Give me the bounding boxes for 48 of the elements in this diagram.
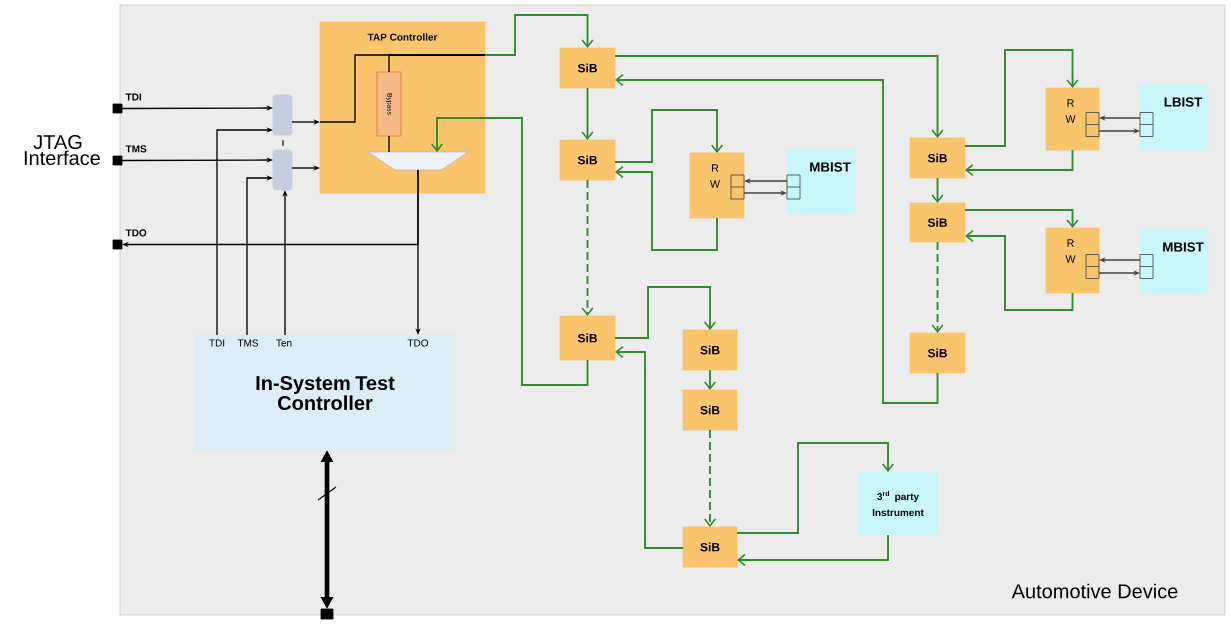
instrument-box: 3$^{rd}$ party Instrument (857, 471, 939, 536)
arrow (614, 109, 724, 163)
mux-label: I (282, 140, 284, 146)
multiplexer (272, 94, 293, 136)
arrow (614, 55, 944, 138)
register-box: R W (1045, 227, 1100, 294)
arrow (931, 241, 944, 333)
pin-label: TDI (125, 93, 142, 101)
sib-box: SiB (682, 389, 738, 431)
multiplexer (272, 149, 293, 191)
sib-box: SiB (559, 47, 616, 89)
sib-box: SiB (682, 329, 738, 371)
register-box: R W (1045, 87, 1100, 151)
arrow (964, 49, 1079, 147)
arrow (965, 149, 1074, 177)
arrow (965, 229, 1074, 311)
controller-box: TDI TMS Ten TDO In-System Test Controller (194, 334, 456, 451)
arrow (484, 14, 594, 56)
register-box: R W (689, 152, 745, 219)
instrument-box: MBIST (786, 149, 856, 214)
sib-box: SiB (559, 139, 616, 181)
arrow (703, 369, 717, 390)
arrow (737, 534, 889, 567)
arrow (615, 165, 718, 251)
arrow (246, 175, 273, 336)
sib-box: SiB (909, 332, 966, 374)
sib-box: SiB (559, 315, 616, 361)
arrow (615, 73, 939, 404)
pin-square (320, 608, 334, 620)
sib-box: SiB (682, 526, 738, 568)
instrument-box: MBIST (1139, 229, 1209, 294)
pin-label: TMS (125, 145, 147, 153)
pin-label: TDO (125, 229, 147, 237)
arrow (614, 286, 717, 339)
arrow (964, 209, 1079, 228)
arrow (931, 177, 944, 203)
arrow (581, 179, 594, 316)
sib-box: SiB (909, 137, 966, 179)
arrow (736, 442, 895, 534)
arrow (703, 429, 717, 527)
arrow (216, 127, 273, 336)
arrow (615, 345, 684, 549)
interface-label: JTAG Interface (24, 134, 100, 166)
sib-box: SiB (909, 202, 966, 243)
arrow (581, 87, 594, 140)
multiplexer (367, 151, 469, 171)
arrow (430, 117, 589, 386)
instrument-box: LBIST (1139, 84, 1209, 151)
